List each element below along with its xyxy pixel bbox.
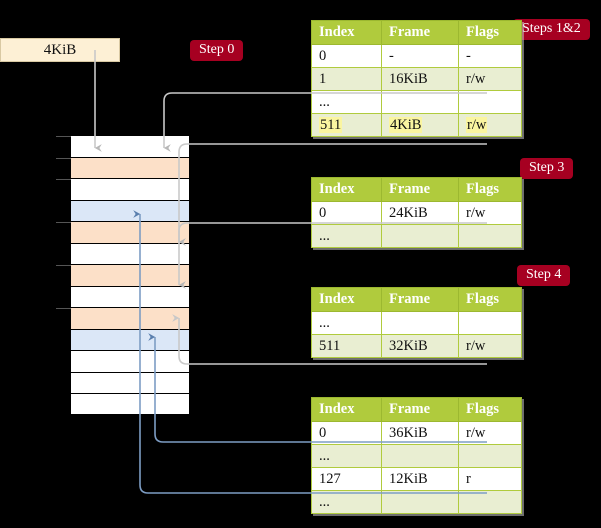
memory-frame-row: [56, 264, 190, 286]
table-cell: 127: [311, 467, 382, 491]
table-row: ...: [311, 90, 522, 114]
table-cell: -: [381, 44, 459, 68]
table-cell: ...: [311, 311, 382, 335]
table-cell: [458, 224, 522, 248]
badge-step-4: Step 4: [517, 265, 571, 287]
memory-frame-row: [70, 328, 190, 350]
table-row: 511 4KiB r/w: [311, 113, 522, 137]
table-row: ...: [311, 444, 522, 468]
table-cell: [381, 444, 459, 468]
memory-frame-row: [70, 350, 190, 372]
highlighted-value: r/w: [466, 116, 488, 133]
table-cell: 511: [311, 334, 382, 358]
column-header-index: Index: [311, 20, 382, 45]
memory-frame-row: [56, 178, 190, 200]
table-cell: -: [458, 44, 522, 68]
table-cell: r/w: [458, 113, 522, 137]
memory-frame-row: [70, 393, 190, 415]
table-cell: 0: [311, 44, 382, 68]
column-header-frame: Frame: [381, 397, 459, 422]
column-header-flags: Flags: [458, 177, 522, 202]
table-cell: ...: [311, 444, 382, 468]
table-cell: r/w: [458, 67, 522, 91]
table-cell: [458, 311, 522, 335]
column-header-index: Index: [311, 287, 382, 312]
table-cell: [381, 311, 459, 335]
memory-frame-row: [56, 307, 190, 329]
table-cell: r/w: [458, 421, 522, 445]
badge-steps-1-2: Steps 1&2: [513, 19, 590, 41]
memory-row-tick: [56, 157, 71, 159]
table-cell: 0: [311, 201, 382, 225]
column-header-flags: Flags: [458, 397, 522, 422]
table-cell: ...: [311, 490, 382, 514]
table-cell: [458, 444, 522, 468]
table-cell: r/w: [458, 334, 522, 358]
highlighted-value: 511: [319, 116, 343, 133]
memory-row-tick: [56, 222, 71, 223]
column-header-flags: Flags: [458, 20, 522, 45]
table-cell: [381, 224, 459, 248]
column-header-frame: Frame: [381, 177, 459, 202]
memory-frame-row: [70, 242, 190, 264]
memory-row-tick: [56, 265, 71, 266]
memory-frame-row: [56, 156, 190, 178]
table-cell: 32KiB: [381, 334, 459, 358]
table-cell: 511: [311, 113, 382, 137]
table-cell: 24KiB: [381, 201, 459, 225]
table-row: ...: [311, 490, 522, 514]
memory-frame-row: [56, 135, 190, 157]
table-row: ...: [311, 311, 522, 335]
table-cell: r: [458, 467, 522, 491]
column-header-frame: Frame: [381, 20, 459, 45]
table-cell: 4KiB: [381, 113, 459, 137]
memory-frame-row: [70, 285, 190, 307]
table-cell: 36KiB: [381, 421, 459, 445]
table-cell: [458, 490, 522, 514]
column-header-frame: Frame: [381, 287, 459, 312]
memory-row-tick: [56, 308, 71, 309]
table-cell: 0: [311, 421, 382, 445]
source-frame-box: 4KiB: [0, 38, 120, 62]
table-cell: 12KiB: [381, 467, 459, 491]
column-header-flags: Flags: [458, 287, 522, 312]
table-row: ...: [311, 224, 522, 248]
memory-frame-row: [70, 199, 190, 221]
highlighted-value: 4KiB: [389, 116, 423, 133]
memory-frame-row: [70, 371, 190, 393]
column-header-index: Index: [311, 177, 382, 202]
physical-memory-column: [56, 135, 190, 415]
table-cell: [458, 90, 522, 114]
table-cell: ...: [311, 90, 382, 114]
table-cell: 16KiB: [381, 67, 459, 91]
source-frame-label: 4KiB: [43, 41, 77, 58]
memory-row-tick: [56, 136, 71, 137]
table-cell: r/w: [458, 201, 522, 225]
table-cell: ...: [311, 224, 382, 248]
badge-step-3: Step 3: [520, 158, 574, 180]
table-cell: [381, 490, 459, 514]
table-row: 0--: [311, 44, 522, 68]
column-header-index: Index: [311, 397, 382, 422]
table-cell: [381, 90, 459, 114]
table-cell: 1: [311, 67, 382, 91]
memory-frame-row: [56, 221, 190, 243]
memory-row-tick: [56, 179, 71, 180]
badge-step-0: Step 0: [190, 40, 244, 62]
